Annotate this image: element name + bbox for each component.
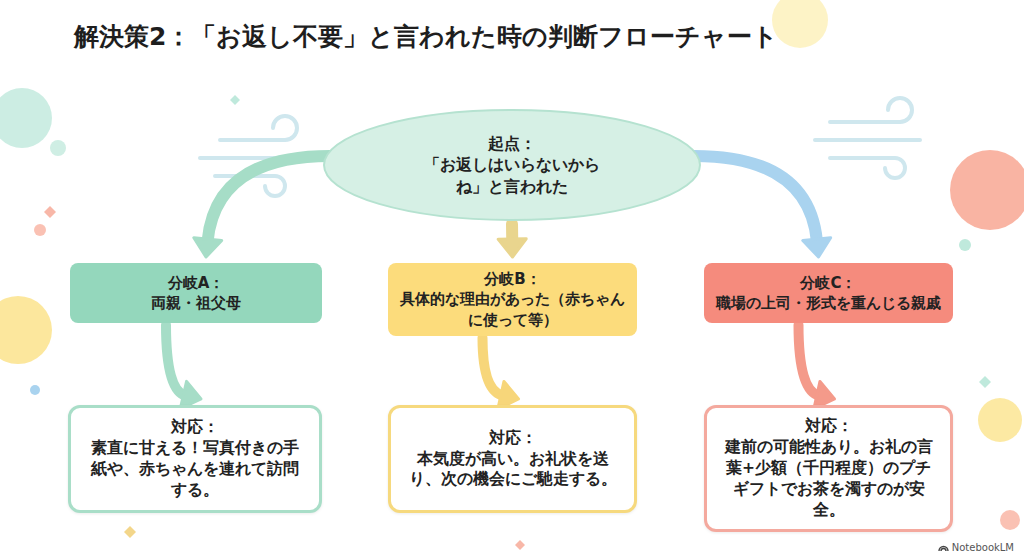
flow-arrow [483,338,519,409]
flow-arrow [799,325,835,409]
arrow-line [506,224,518,241]
node-body: 本気度が高い。お礼状を送り、次の機会にご馳走する。 [405,449,620,491]
response-box: 対応：素直に甘える！写真付きの手紙や、赤ちゃんを連れて訪問する。 [68,405,322,513]
arrow-line [694,156,817,241]
bubble [0,296,52,364]
bubble [50,140,66,156]
bubble [30,385,40,395]
arrow-head [803,238,831,257]
start-ellipse: 起点：「お返しはいらないからね」と言われた [322,108,702,222]
branch-box: 分岐B：具体的な理由があった（赤ちゃんに使って等） [388,263,637,336]
branch-box: 分岐A：両親・祖父母 [70,263,322,323]
node-heading: 分岐C： [800,273,856,293]
node-body: 具体的な理由があった（赤ちゃんに使って等） [400,289,625,330]
response-box: 対応：建前の可能性あり。お礼の言葉+少額（千円程度）のプチギフトでお茶を濁すのが… [704,405,953,532]
node-body: 素直に甘える！写真付きの手紙や、赤ちゃんを連れて訪問する。 [85,438,305,501]
bubble [34,224,46,236]
node-heading: 分岐B： [484,269,540,289]
flow-arrow [694,156,831,257]
node-heading: 対応： [489,428,537,449]
arrow-line [483,338,503,396]
node-heading: 起点： [423,133,601,155]
watermark-icon-shape [939,547,948,552]
bubble [950,150,1024,230]
bubble [978,398,1022,442]
node-body: 「お返しはいらないからね」と言われた [423,154,601,197]
diamond-sparkle [44,206,56,218]
watermark-text: NotebookLM [952,542,1014,553]
bubble [772,0,828,48]
bubble [959,239,971,251]
node-body: 建前の可能性あり。お礼の言葉+少額（千円程度）のプチギフトでお茶を濁すのが安全。 [721,437,936,521]
node-heading: 分岐A： [168,273,225,293]
ellipse-text: 起点：「お返しはいらないからね」と言われた [423,133,601,198]
watermark-icon [938,543,949,552]
node-body: 両親・祖父母 [151,293,241,313]
node-body: 職場の上司・形式を重んじる親戚 [716,293,941,313]
bubble [1000,510,1020,530]
bubble [0,88,52,148]
arrow-head [194,238,222,257]
branch-box: 分岐C：職場の上司・形式を重んじる親戚 [704,263,953,323]
diamond-sparkle [124,526,136,538]
diamond-sparkle [515,540,525,550]
arrow-line [799,325,819,396]
arrow-line [166,325,185,395]
node-heading: 対応： [805,416,853,437]
flow-arrow [498,224,526,257]
arrow-line [208,156,330,241]
ellipse-shape [324,110,700,220]
node-heading: 対応： [171,417,219,438]
diamond-sparkle [230,95,240,105]
diamond-sparkle [979,376,991,388]
response-box: 対応：本気度が高い。お礼状を送り、次の機会にご馳走する。 [388,405,637,513]
flow-arrow [194,156,330,257]
watermark: NotebookLM [938,542,1014,553]
arrow-head [498,239,526,257]
diagram-title: 解決策2：「お返し不要」と言われた時の判断フローチャート [74,20,778,53]
flow-arrow [166,325,201,409]
